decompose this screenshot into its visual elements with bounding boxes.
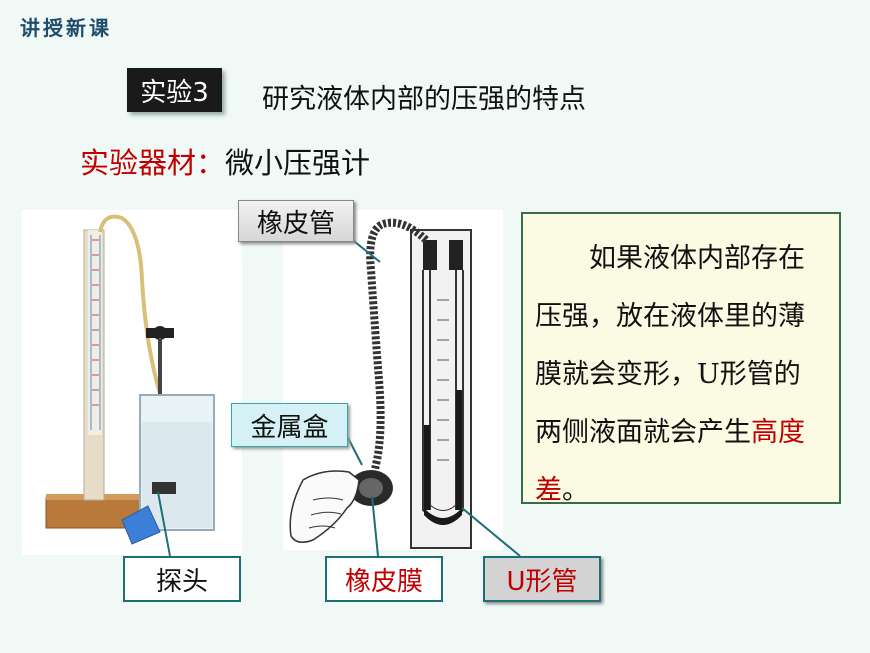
materials-label: 实验器材： <box>80 146 226 180</box>
label-rubber-membrane: 橡皮膜 <box>325 556 443 602</box>
explanation-note: 如果液体内部存在压强，放在液体里的薄膜就会变形，U形管的两侧液面就会产生高度差。 <box>521 212 841 506</box>
note-end: 。 <box>562 475 589 506</box>
note-highlight: 高度差 <box>535 417 805 506</box>
apparatus-photo <box>22 210 242 555</box>
experiment-title: 研究液体内部的压强的特点 <box>262 84 586 115</box>
manometer-photo <box>283 210 503 550</box>
label-u-tube: U形管 <box>483 556 601 602</box>
materials-value: 微小压强计 <box>225 146 371 180</box>
materials-line: 实验器材：微小压强计 <box>80 140 370 182</box>
label-probe: 探头 <box>123 556 241 602</box>
experiment-badge: 实验3 <box>127 68 222 112</box>
label-metal-box: 金属盒 <box>231 403 348 447</box>
section-title: 讲授新课 <box>20 16 112 40</box>
note-text: 如果液体内部存在压强，放在液体里的薄膜就会变形，U形管的两侧液面就会产生 <box>535 243 805 448</box>
label-rubber-tube: 橡皮管 <box>238 200 354 242</box>
